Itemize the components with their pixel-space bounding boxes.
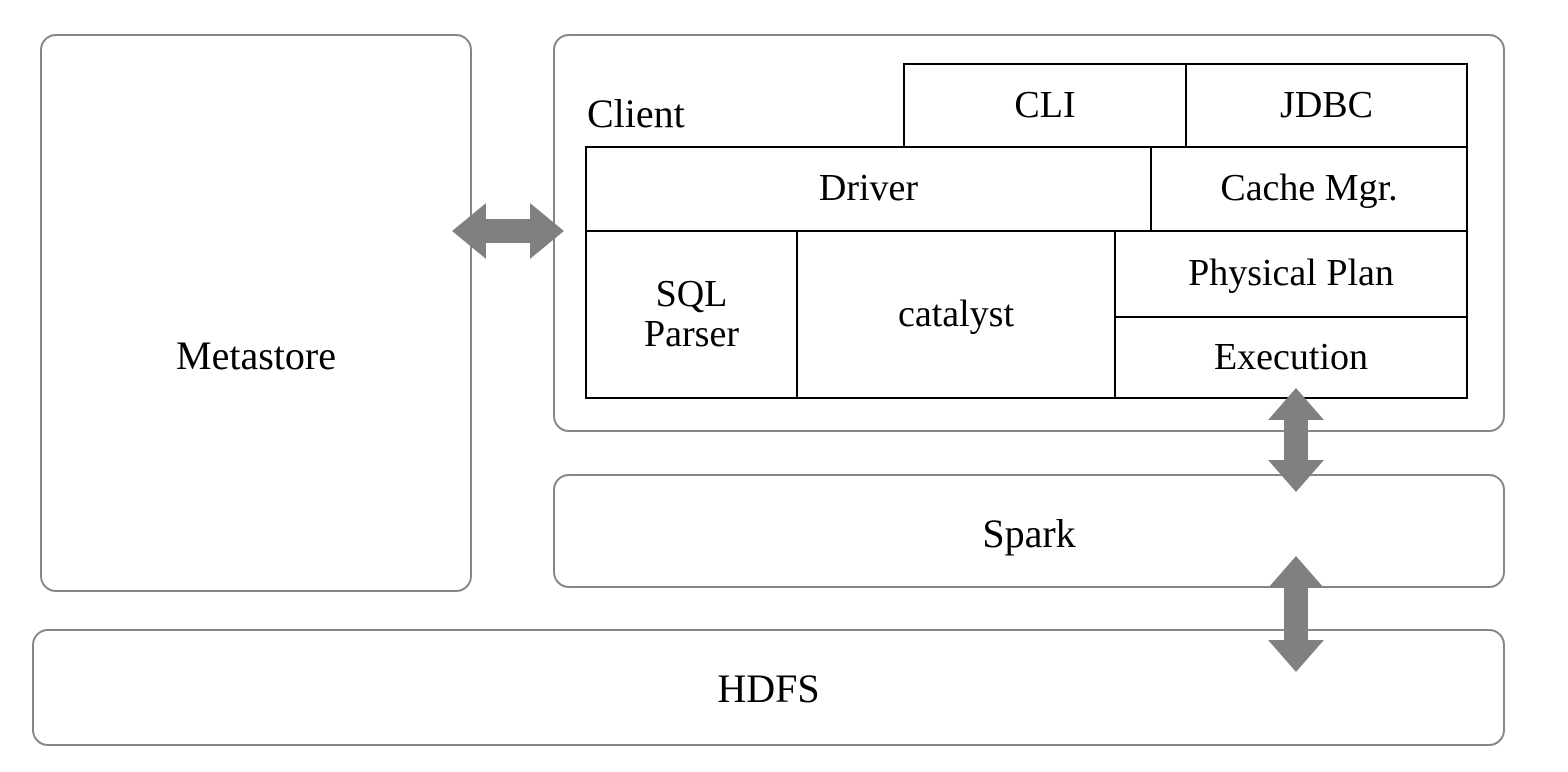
client-label: Client xyxy=(587,91,685,136)
metastore-client-arrow xyxy=(452,200,564,262)
cell-sql-parser: SQL Parser xyxy=(585,230,798,399)
metastore-label: Metastore xyxy=(176,333,336,378)
cell-sql-parser-line2: Parser xyxy=(644,312,739,355)
cell-cli: CLI xyxy=(903,63,1187,148)
cell-sql-parser-line1: SQL xyxy=(655,272,728,315)
cell-jdbc: JDBC xyxy=(1185,63,1468,148)
cell-physical-plan-label: Physical Plan xyxy=(1188,252,1394,295)
cell-cache-mgr-label: Cache Mgr. xyxy=(1220,167,1398,210)
cell-driver-label: Driver xyxy=(818,167,919,210)
cell-driver: Driver xyxy=(585,146,1152,232)
spark-hdfs-arrow xyxy=(1265,556,1327,672)
cell-execution-label: Execution xyxy=(1213,335,1369,378)
cell-catalyst: catalyst xyxy=(796,230,1116,399)
cell-physical-plan: Physical Plan xyxy=(1114,230,1468,318)
cell-sql-parser-label: SQL Parser xyxy=(636,272,747,355)
cell-jdbc-label: JDBC xyxy=(1280,83,1373,126)
cell-execution: Execution xyxy=(1114,316,1468,399)
spark-label: Spark xyxy=(982,511,1076,556)
cell-cache-mgr: Cache Mgr. xyxy=(1150,146,1468,232)
cell-catalyst-label: catalyst xyxy=(897,292,1015,335)
hdfs-label: HDFS xyxy=(717,666,820,711)
hdfs-box: HDFS xyxy=(32,629,1505,746)
cell-cli-label: CLI xyxy=(1014,83,1076,126)
metastore-box: Metastore xyxy=(40,34,472,592)
spark-box: Spark xyxy=(553,474,1505,588)
execution-spark-arrow xyxy=(1265,388,1327,492)
